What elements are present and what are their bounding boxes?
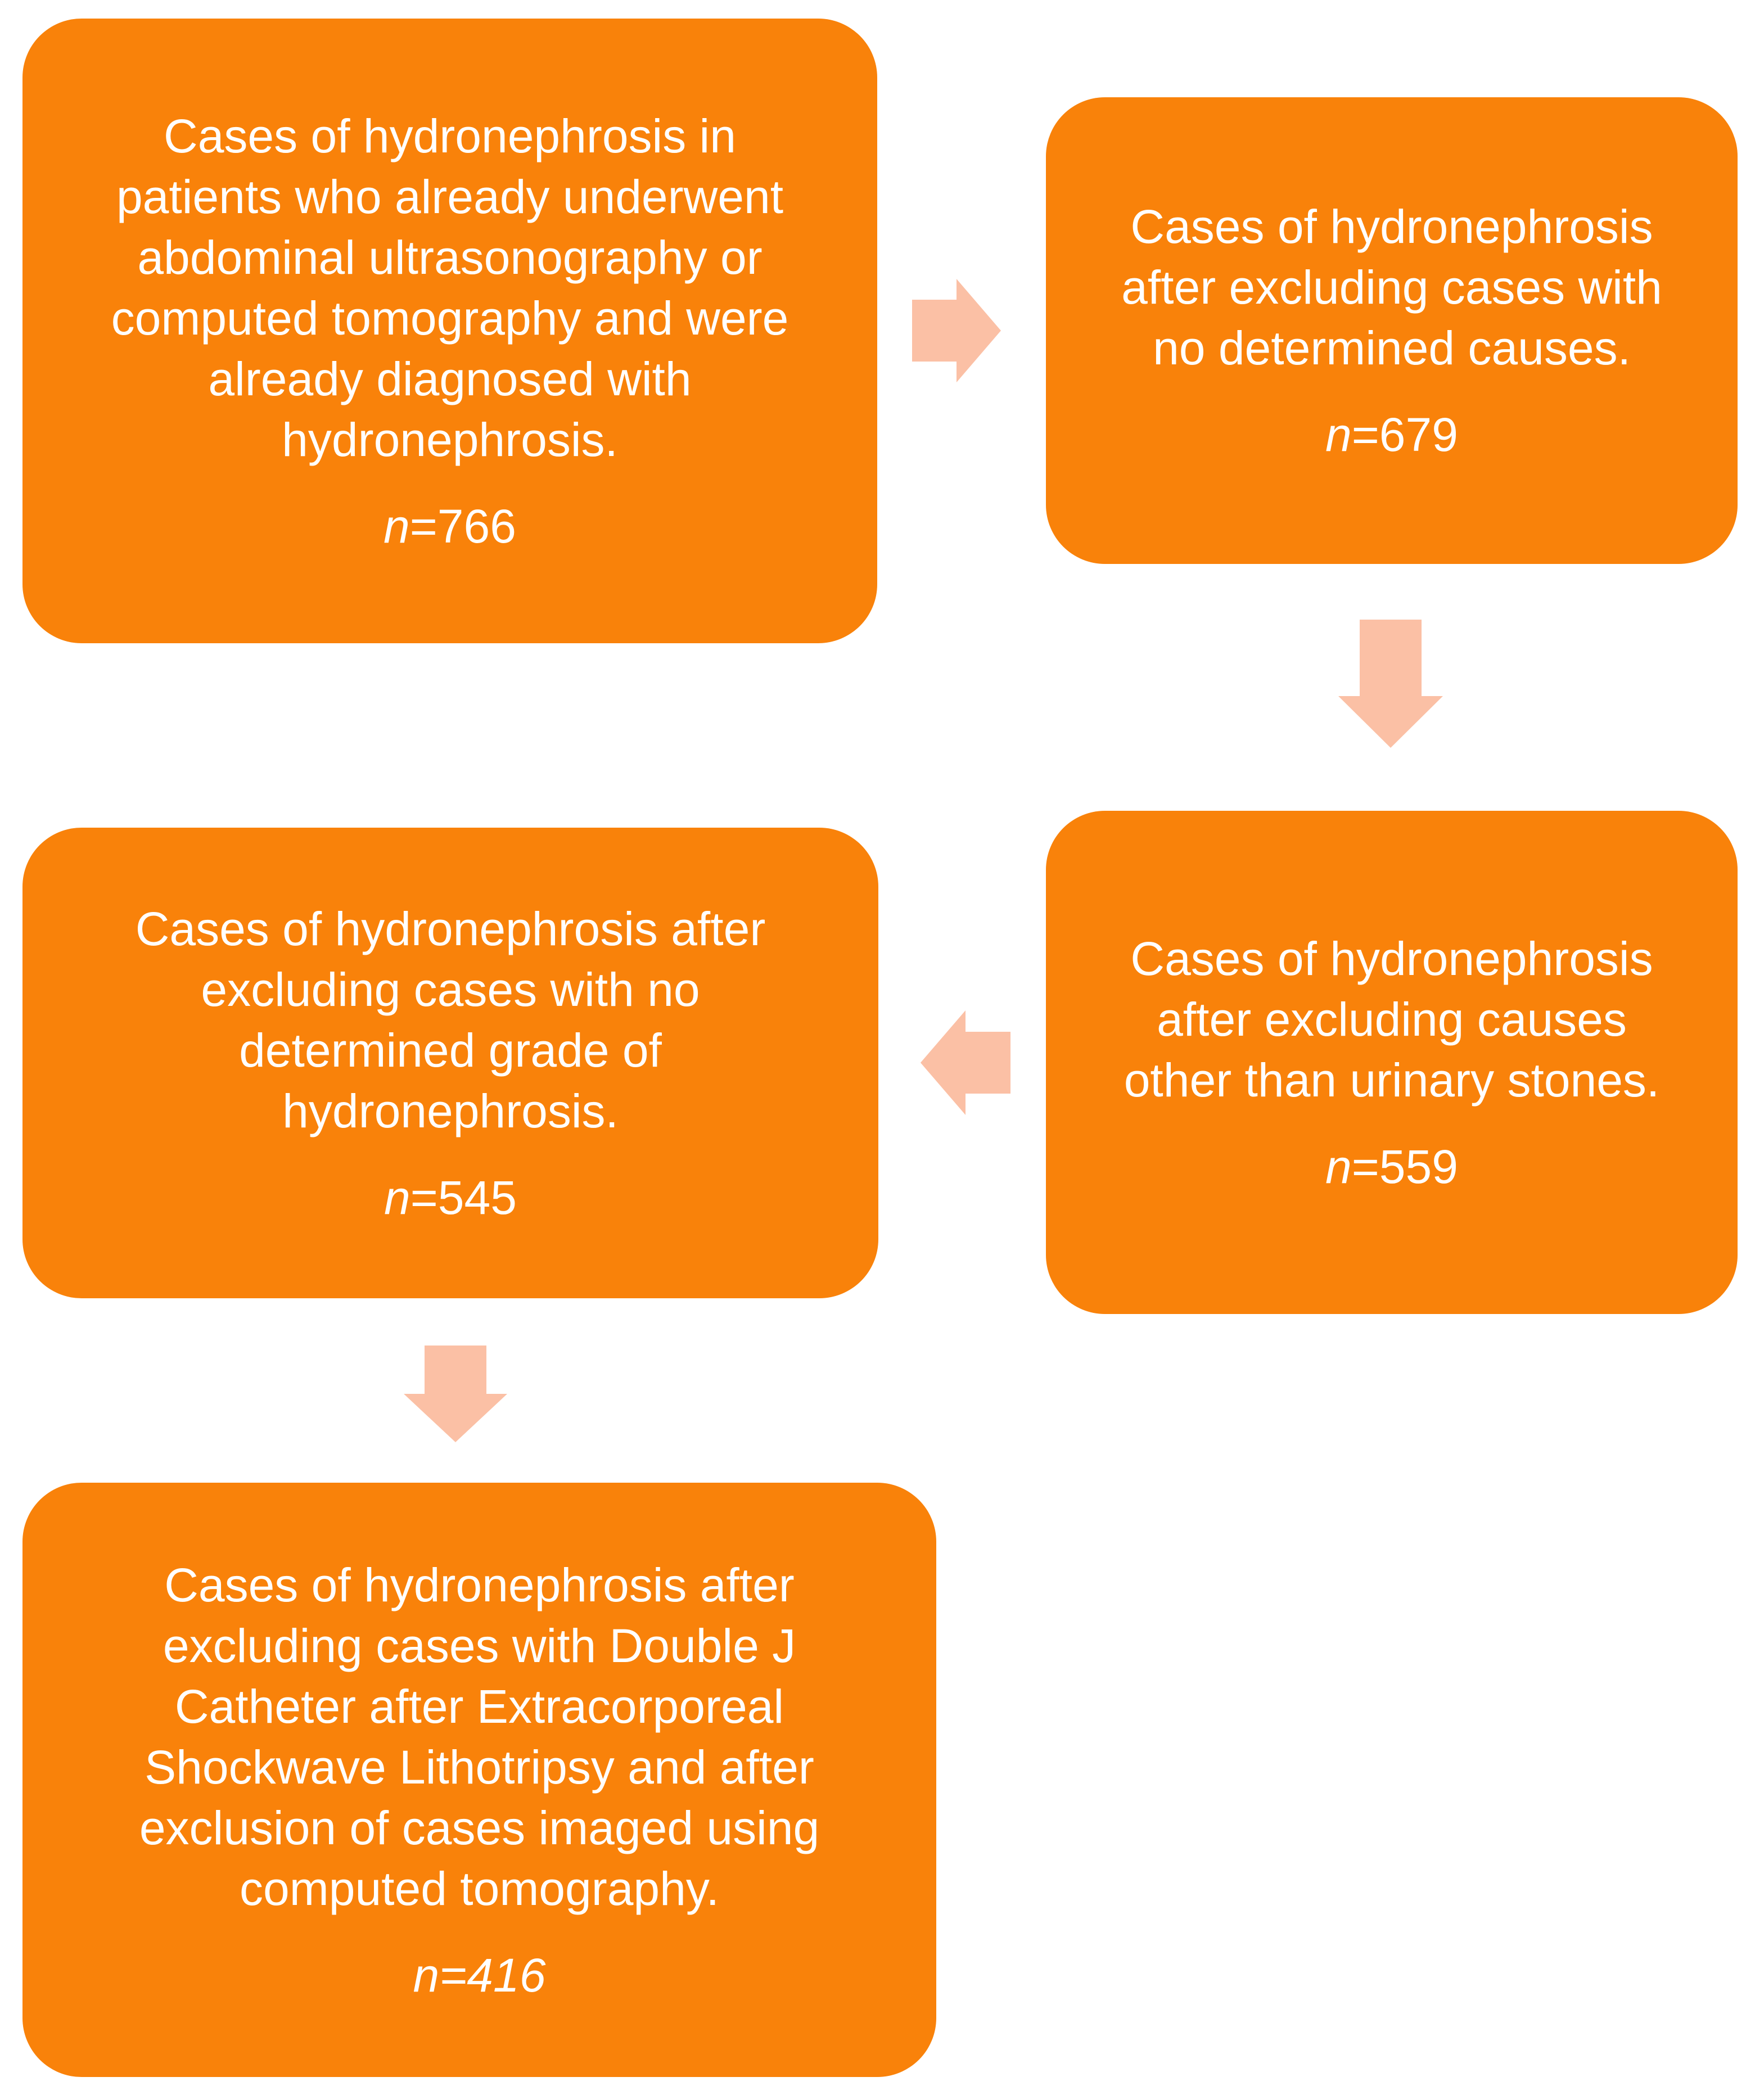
flow-step-2-text: Cases of hydronephrosis after excluding …	[1121, 196, 1662, 378]
flow-step-5-line: Catheter after Extracorporeal	[174, 1679, 784, 1733]
flow-step-1-line: abdominal ultrasonography or	[137, 231, 763, 284]
flow-step-4-box: Cases of hydronephrosis after excluding …	[22, 828, 878, 1298]
arrow-down-icon	[1338, 620, 1443, 748]
count-variable: n	[384, 499, 410, 553]
arrow-left-icon	[921, 1010, 1010, 1115]
flow-step-4-count: n=545	[384, 1167, 517, 1228]
count-variable: n	[1325, 1140, 1352, 1193]
flow-step-1-count: n=766	[384, 496, 516, 557]
flow-step-1-line: hydronephrosis.	[282, 413, 618, 466]
flow-step-3-box: Cases of hydronephrosis after excluding …	[1046, 811, 1738, 1314]
flow-step-3-line: after excluding causes	[1157, 992, 1627, 1046]
count-value: =416	[439, 1948, 546, 2002]
flow-step-5-line: exclusion of cases imaged using	[139, 1801, 820, 1854]
flow-step-5-text: Cases of hydronephrosis after excluding …	[139, 1555, 819, 1919]
count-variable: n	[384, 1171, 410, 1224]
flow-step-5-line: excluding cases with Double J	[163, 1619, 796, 1672]
flow-step-1-line: patients who already underwent	[116, 170, 784, 223]
arrow-right-icon	[912, 279, 1001, 382]
flow-step-3-line: other than urinary stones.	[1124, 1053, 1660, 1107]
count-value: =545	[410, 1171, 517, 1224]
flow-step-1-line: already diagnosed with	[208, 352, 692, 405]
flow-step-2-line: after excluding cases with	[1121, 261, 1662, 314]
count-variable: n	[1325, 408, 1352, 461]
flow-step-2-line: no determined causes.	[1153, 322, 1631, 374]
count-value: =766	[409, 499, 516, 553]
flow-step-5-line: Shockwave Lithotripsy and after	[145, 1740, 814, 1794]
flow-step-3-text: Cases of hydronephrosis after excluding …	[1124, 928, 1660, 1110]
flow-step-5-count: n=416	[413, 1945, 546, 2006]
flow-step-4-line: hydronephrosis.	[282, 1084, 619, 1137]
flow-step-4-line: excluding cases with no	[201, 963, 700, 1016]
flow-step-2-box: Cases of hydronephrosis after excluding …	[1046, 97, 1738, 564]
flow-step-3-count: n=559	[1325, 1136, 1458, 1197]
flow-step-1-line: Cases of hydronephrosis in	[164, 109, 736, 162]
flow-step-1-line: computed tomography and were	[111, 291, 789, 345]
arrow-down-icon	[404, 1346, 507, 1442]
flow-step-2-line: Cases of hydronephrosis	[1130, 200, 1653, 253]
flow-step-4-line: Cases of hydronephrosis after	[135, 902, 766, 955]
flow-step-5-box: Cases of hydronephrosis after excluding …	[22, 1483, 936, 2077]
count-value: =559	[1351, 1140, 1458, 1193]
flow-step-2-count: n=679	[1325, 404, 1458, 465]
flow-step-4-line: determined grade of	[239, 1023, 662, 1077]
flow-step-1-text: Cases of hydronephrosis in patients who …	[111, 106, 789, 470]
flow-step-5-line: computed tomography.	[240, 1862, 719, 1915]
flow-step-5-line: Cases of hydronephrosis after	[164, 1558, 795, 1611]
flow-step-1-box: Cases of hydronephrosis in patients who …	[22, 19, 877, 643]
flow-step-3-line: Cases of hydronephrosis	[1130, 932, 1653, 985]
count-variable: n	[413, 1948, 440, 2002]
flow-step-4-text: Cases of hydronephrosis after excluding …	[136, 898, 766, 1141]
count-value: =679	[1351, 408, 1458, 461]
